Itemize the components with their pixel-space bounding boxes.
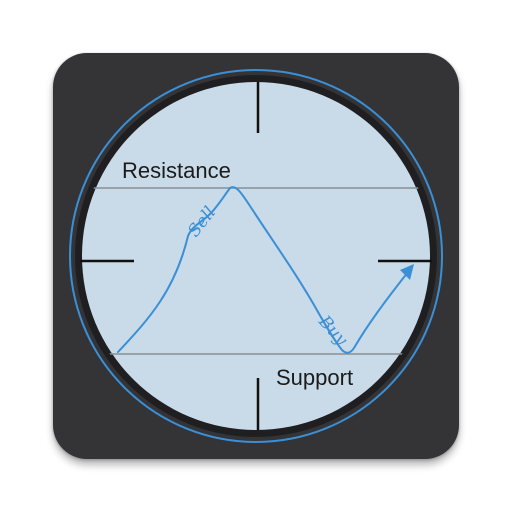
trend-arrow-icon [400, 264, 414, 280]
lens [82, 82, 430, 430]
resistance-label: Resistance [122, 158, 231, 183]
price-trend-line [117, 186, 409, 354]
support-label: Support [276, 365, 353, 390]
outer-ring [69, 69, 443, 443]
